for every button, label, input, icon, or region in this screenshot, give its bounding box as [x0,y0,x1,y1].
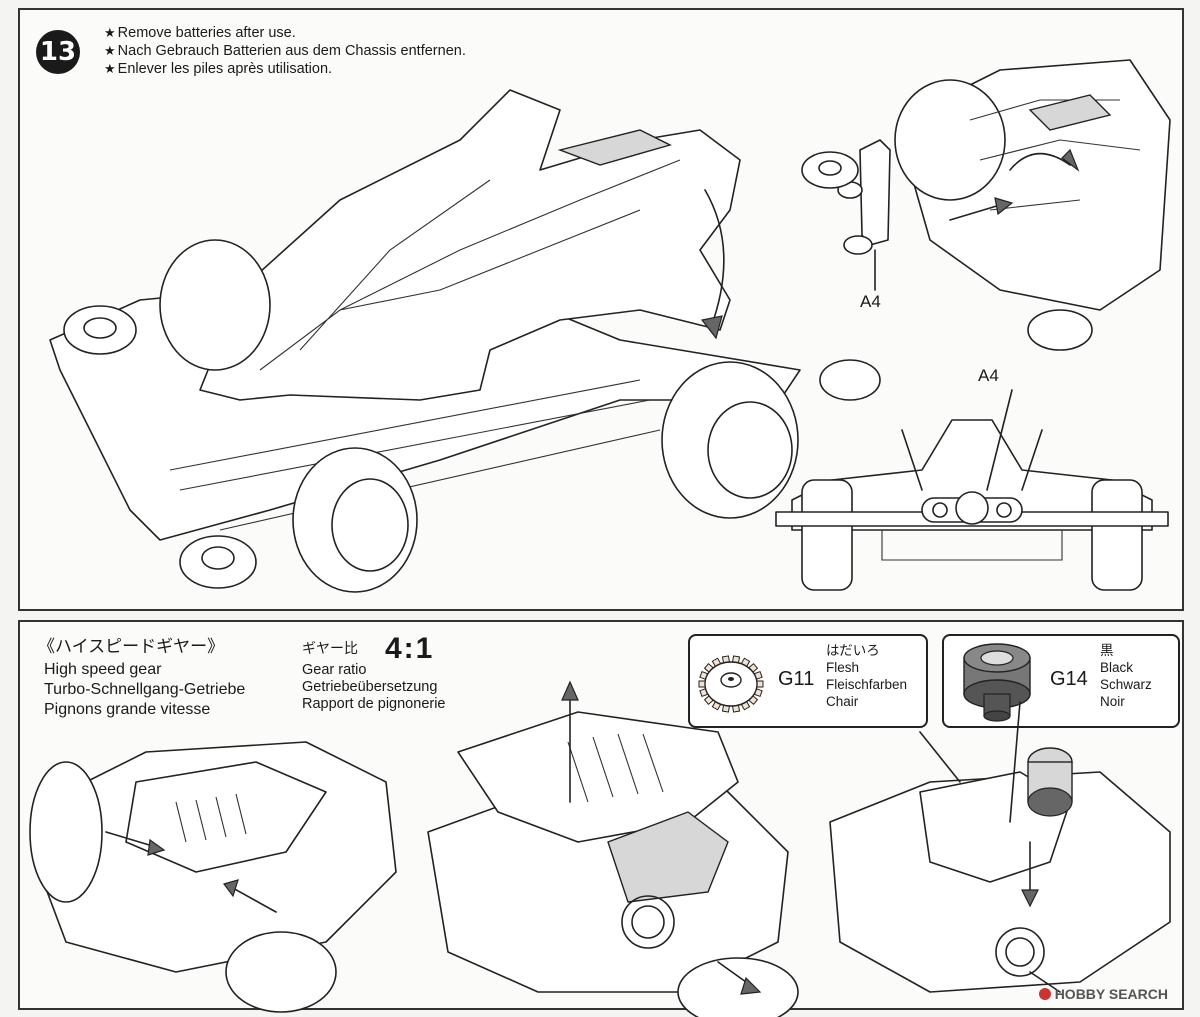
color-de: Fleischfarben [826,677,908,692]
gear-section-title-jp: 《ハイスピードギヤー》 [38,637,225,657]
roller-mount-detail [801,59,1171,351]
color-en: Black [1100,660,1134,675]
ratio-name-de: Getriebeübersetzung [302,679,438,695]
gear-g14-callout: G14 黒 Black Schwarz Noir [942,634,1180,728]
gear-g11-code: G11 [778,668,815,690]
warning-line-en: ★Remove batteries after use. [104,25,296,41]
gear-g11-icon [698,655,764,713]
gear-g14-color: 黒 Black Schwarz Noir [1100,642,1152,710]
gear-name-de: Turbo-Schnellgang-Getriebe [44,681,246,698]
gear-g11-callout: G11 はだいろ Flesh Fleischfarben Chair [688,634,928,728]
gear-ratio-value: 4:1 [385,632,435,665]
gear-ratio-label-jp: ギヤー比 [302,641,358,657]
hobby-search-watermark: HOBBY SEARCH [1038,986,1168,1002]
gear-install-illustration [829,701,1171,993]
rear-view-illustration [775,389,1169,591]
color-jp: 黒 [1100,643,1114,658]
warning-line-de: ★Nach Gebrauch Batterien aus dem Chassis… [104,43,466,59]
color-fr: Noir [1100,694,1125,709]
star-icon: ★ [104,25,116,40]
star-icon: ★ [104,61,116,76]
part-label-a4-top: A4 [860,292,881,311]
gear-g11-color: はだいろ Flesh Fleischfarben Chair [826,642,907,710]
color-fr: Chair [826,694,859,709]
chassis-cover-removed-illustration [427,680,799,1017]
car-assembly-illustration [49,89,881,593]
ratio-name-fr: Rapport de pignonerie [302,696,446,712]
gear-g14-icon [963,643,1031,722]
warning-line-fr: ★Enlever les piles après utilisation. [104,61,333,77]
gear-ratio-names: Gear ratio Getriebeübersetzung Rapport d… [302,662,446,713]
watermark-text: HOBBY SEARCH [1054,986,1168,1002]
part-label-a4-rear: A4 [978,366,999,385]
star-icon: ★ [104,43,116,58]
high-speed-gear-panel: 《ハイスピードギヤー》 High speed gear Turbo-Schnel… [18,620,1184,1017]
battery-warning-list: ★Remove batteries after use. ★Nach Gebra… [104,24,466,78]
gear-g14-code: G14 [1050,668,1088,690]
gear-name-en: High speed gear [44,661,162,678]
watermark-logo-icon [1038,988,1051,1000]
color-en: Flesh [826,660,860,675]
gear-name-fr: Pignons grande vitesse [44,701,211,718]
step-13-panel: 13 ★Remove batteries after use. ★Nach Ge… [18,8,1184,611]
color-jp: はだいろ [826,643,880,658]
gear-section-names: High speed gear Turbo-Schnellgang-Getrie… [44,660,245,720]
chassis-cover-closed-illustration [29,741,397,1013]
step-number-badge: 13 [36,30,80,74]
color-de: Schwarz [1100,677,1152,692]
ratio-name-en: Gear ratio [302,662,367,678]
